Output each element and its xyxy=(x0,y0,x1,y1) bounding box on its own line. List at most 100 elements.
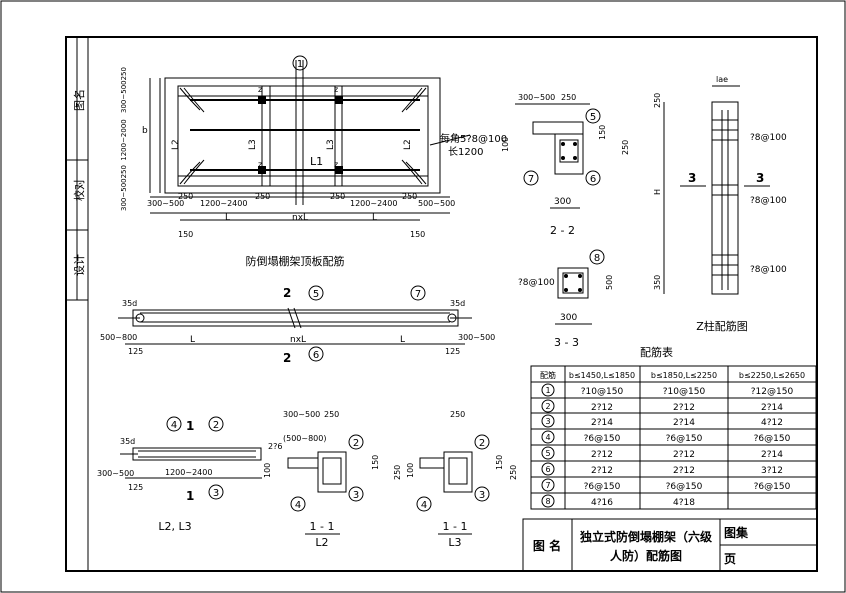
sec22-dim-r2: 250 xyxy=(621,140,630,155)
svg-text:4: 4 xyxy=(171,420,177,431)
table-row: 1 ?10@150 ?10@150 ?12@150 xyxy=(541,383,794,397)
svg-text:2?12: 2?12 xyxy=(591,450,613,460)
section-3-3: 8 ?8@100 500 300 3 - 3 xyxy=(518,249,614,349)
section-1-1-l2: 300~500 250 (500~800) 2?6 100 150 250 2 … xyxy=(263,410,402,549)
plan-dim-b8: 500~500 xyxy=(418,199,455,208)
plan-small-left: 150 xyxy=(178,230,193,239)
title-ye: 页 xyxy=(724,552,736,566)
z-label-4: z xyxy=(334,160,338,169)
svg-text:?12@150: ?12@150 xyxy=(751,387,794,397)
elev-span-l1: L xyxy=(190,335,195,345)
elev-left-bottom: 500~800 xyxy=(100,333,137,342)
elev-span-mid: nxL xyxy=(290,335,306,345)
inner-border xyxy=(65,36,818,572)
callout-7-elev xyxy=(410,285,426,301)
col-dim-250: 250 xyxy=(653,93,662,108)
sec33-caption: 3 - 3 xyxy=(554,336,579,349)
table-row: 5 2?12 2?12 2?14 xyxy=(541,446,783,460)
svg-text:8: 8 xyxy=(545,497,550,506)
svg-text:2?12: 2?12 xyxy=(591,403,613,413)
callout-1-plan xyxy=(292,55,308,71)
plan-beam-callout: 每角5?8@100 xyxy=(440,132,507,145)
title-block: 图 名 独立式防倒塌棚架（六级 人防）配筋图 图集 页 xyxy=(522,518,818,572)
sec33-width: 300 xyxy=(560,313,577,323)
svg-text:2: 2 xyxy=(213,420,219,431)
s11a-left-dim: 100 xyxy=(263,463,272,478)
title-tuming: 图 名 xyxy=(533,538,561,553)
svg-text:?10@150: ?10@150 xyxy=(663,387,706,397)
z-label-3: z xyxy=(258,160,262,169)
table-row: 3 2?14 2?14 4?12 xyxy=(541,414,783,428)
column-z: lae 250 H 350 3 3 ?8@100 ?8@100 ?8@100 Z… xyxy=(653,75,787,333)
svg-text:2?14: 2?14 xyxy=(761,450,783,460)
sec22-dim-top2: 250 xyxy=(561,93,576,102)
col-dim-350: 350 xyxy=(653,275,662,290)
svg-text:7: 7 xyxy=(528,174,534,185)
rebar-table: 配筋表 配筋 b≤1450,L≤1850 b≤1850,L≤2250 b≤225… xyxy=(530,345,817,510)
side-label-sheji: 设计 xyxy=(73,254,86,276)
svg-text:7: 7 xyxy=(415,289,421,300)
side-label-tuming: 图名 xyxy=(72,89,86,111)
l23-cut-bot: 1 xyxy=(186,489,194,503)
callout-5-elev xyxy=(308,285,324,301)
svg-text:?6@150: ?6@150 xyxy=(666,482,703,492)
l23-dim-top: 35d xyxy=(120,437,135,446)
plan-dim-b7: 250 xyxy=(402,192,417,201)
elev-right-bottom: 300~500 xyxy=(458,333,495,342)
table-header-0: 配筋 xyxy=(540,370,556,380)
col-sec-left: 3 xyxy=(688,171,696,185)
plan-dim-b1: 300~500 xyxy=(147,199,184,208)
s11a-bar: 2?6 xyxy=(268,442,282,451)
svg-text:3?12: 3?12 xyxy=(761,466,783,476)
beam-elevation: 35d 35d 500~800 300~500 125 125 L nxL L … xyxy=(100,285,495,365)
col-caption: Z柱配筋图 xyxy=(696,319,748,333)
s11a-paren: (500~800) xyxy=(283,434,326,443)
svg-text:5: 5 xyxy=(590,112,596,123)
svg-text:2?14: 2?14 xyxy=(673,418,695,428)
side-title-strip: 图名 校对 设计 xyxy=(65,36,89,572)
z-label-1: z xyxy=(258,85,262,94)
table-header-3: b≤2250,L≤2650 xyxy=(739,371,805,380)
table-title: 配筋表 xyxy=(640,345,673,359)
elev-left-dim: 35d xyxy=(122,299,137,308)
l23-span: 1200~2400 xyxy=(165,468,212,477)
plan-left-dim-mid: 1200~2000 xyxy=(120,119,128,161)
sec33-height: 500 xyxy=(605,275,614,290)
svg-text:2?12: 2?12 xyxy=(673,466,695,476)
s11b-r1: 150 xyxy=(495,455,504,470)
svg-text:2: 2 xyxy=(353,438,359,449)
z-label-2: z xyxy=(334,85,338,94)
col-rebar-2: ?8@100 xyxy=(750,196,787,206)
elev-small-left: 125 xyxy=(128,347,143,356)
svg-text:6: 6 xyxy=(590,174,596,185)
sec22-dim-left: 100 xyxy=(501,137,510,152)
title-tuji: 图集 xyxy=(724,525,749,540)
svg-text:5: 5 xyxy=(545,449,550,458)
sec22-width: 300 xyxy=(554,197,571,207)
plan-left-dim-top: 300~500250 xyxy=(120,67,128,113)
svg-text:2?14: 2?14 xyxy=(591,418,613,428)
svg-text:?10@150: ?10@150 xyxy=(581,387,624,397)
plan-dim-b3: 1200~2400 xyxy=(200,199,247,208)
plan-l2-left: L2 xyxy=(171,139,181,150)
svg-text:4: 4 xyxy=(421,500,427,511)
table-row: 6 2?12 2?12 3?12 xyxy=(541,462,783,476)
svg-text:4?12: 4?12 xyxy=(761,418,783,428)
svg-text:?6@150: ?6@150 xyxy=(754,434,791,444)
svg-text:4: 4 xyxy=(545,433,550,442)
table-row: 4 ?6@150 ?6@150 ?6@150 xyxy=(541,430,791,444)
svg-text:1: 1 xyxy=(297,59,303,70)
sec33-callout: ?8@100 xyxy=(518,278,555,288)
svg-text:3: 3 xyxy=(545,417,550,426)
svg-text:7: 7 xyxy=(545,481,550,490)
plan-dim-b2: 250 xyxy=(178,192,193,201)
col-top-dim: lae xyxy=(716,75,728,84)
table-row: 7 ?6@150 ?6@150 ?6@150 xyxy=(541,478,791,492)
svg-text:4?18: 4?18 xyxy=(673,498,695,508)
s11b-r2: 250 xyxy=(509,465,518,480)
title-line1: 独立式防倒塌棚架（六级 xyxy=(579,529,712,544)
svg-text:3: 3 xyxy=(479,490,485,501)
section-1-1-l3: 250 100 150 250 2 4 3 1 - 1 L3 xyxy=(406,410,518,549)
plan-l1: L1 xyxy=(310,155,323,168)
s11b-caption-bot: L3 xyxy=(448,536,461,549)
